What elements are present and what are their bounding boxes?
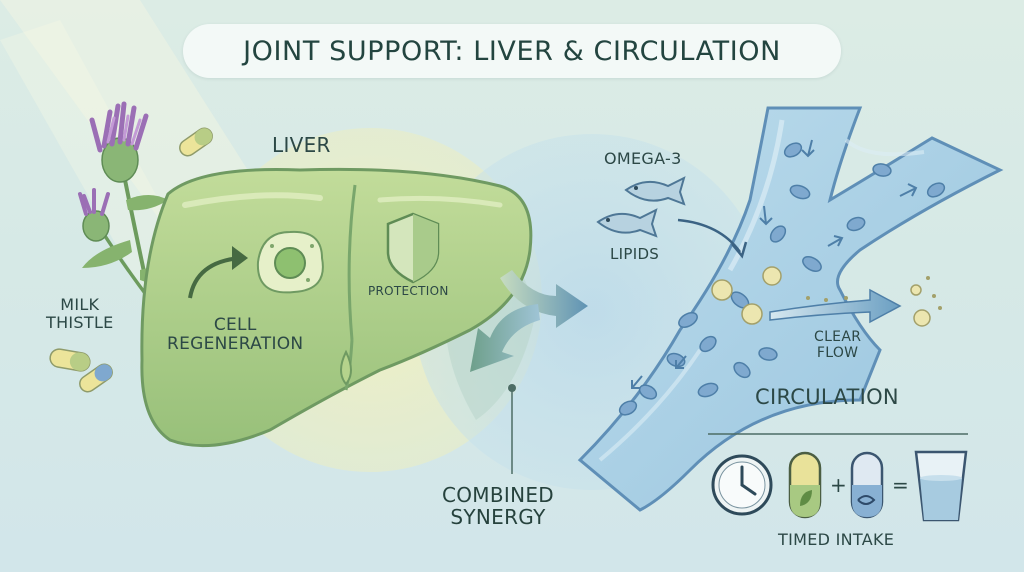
omega3-label: OMEGA-3 [604, 149, 682, 168]
capsule-icon [79, 363, 113, 393]
page-title: JOINT SUPPORT: LIVER & CIRCULATION [243, 35, 781, 67]
lipid-clump [741, 303, 763, 325]
circulation-heading: CIRCULATION [755, 385, 899, 409]
protection-label: PROTECTION [368, 284, 449, 298]
title-banner: JOINT SUPPORT: LIVER & CIRCULATION [183, 24, 841, 78]
omega-arrowhead [731, 241, 748, 259]
equals-sign: = [892, 473, 910, 497]
cell-regeneration-label: CELL REGENERATION [167, 315, 304, 355]
lipid-clump [913, 309, 931, 327]
combined-synergy-label: COMBINED SYNERGY [442, 483, 554, 530]
lipid-particles [711, 266, 931, 327]
synergy-arrow-right [500, 270, 588, 328]
blood-cell [638, 384, 658, 400]
blood-cell [802, 256, 822, 272]
lipid-clump [910, 284, 922, 296]
blood-cell [872, 163, 892, 177]
blood-cell [769, 225, 787, 243]
blood-cell [733, 361, 751, 379]
blood-cell [699, 335, 717, 353]
blood-cell [926, 182, 946, 198]
regeneration-arrowhead [232, 246, 248, 270]
blood-cell [783, 142, 803, 158]
plus-sign: + [830, 473, 848, 497]
synergy-arrow-left [470, 304, 540, 372]
fish-icon [624, 176, 686, 206]
synergy-pointer-dot [508, 384, 516, 392]
blood-cell [846, 216, 866, 232]
capsule-icon [179, 127, 213, 157]
capsule-blue-icon [850, 451, 884, 519]
clear-flow-arrow [769, 288, 902, 324]
milk-thistle-label: MILK THISTLE [46, 295, 114, 332]
fish-icon [596, 208, 658, 238]
liver-heading: LIVER [272, 133, 331, 157]
timed-intake-label: TIMED INTAKE [778, 530, 895, 549]
lipid-clump [762, 266, 782, 286]
blood-cells [618, 142, 946, 416]
lipids-label: LIPIDS [610, 245, 660, 263]
blood-cell [678, 312, 698, 328]
clear-flow-label: CLEAR FLOW [814, 329, 862, 361]
blood-cell [697, 382, 719, 398]
clock-icon [711, 454, 773, 516]
blood-cell [758, 347, 778, 361]
blood-cell [789, 184, 811, 200]
capsule-green-icon [788, 451, 822, 519]
water-glass-icon [914, 450, 968, 522]
flow-arrows [631, 139, 918, 389]
lipid-clump [711, 279, 733, 301]
blood-cell [618, 400, 638, 416]
cell-icon [256, 230, 324, 294]
capsule-icon [49, 348, 91, 372]
shield-icon [386, 212, 440, 284]
